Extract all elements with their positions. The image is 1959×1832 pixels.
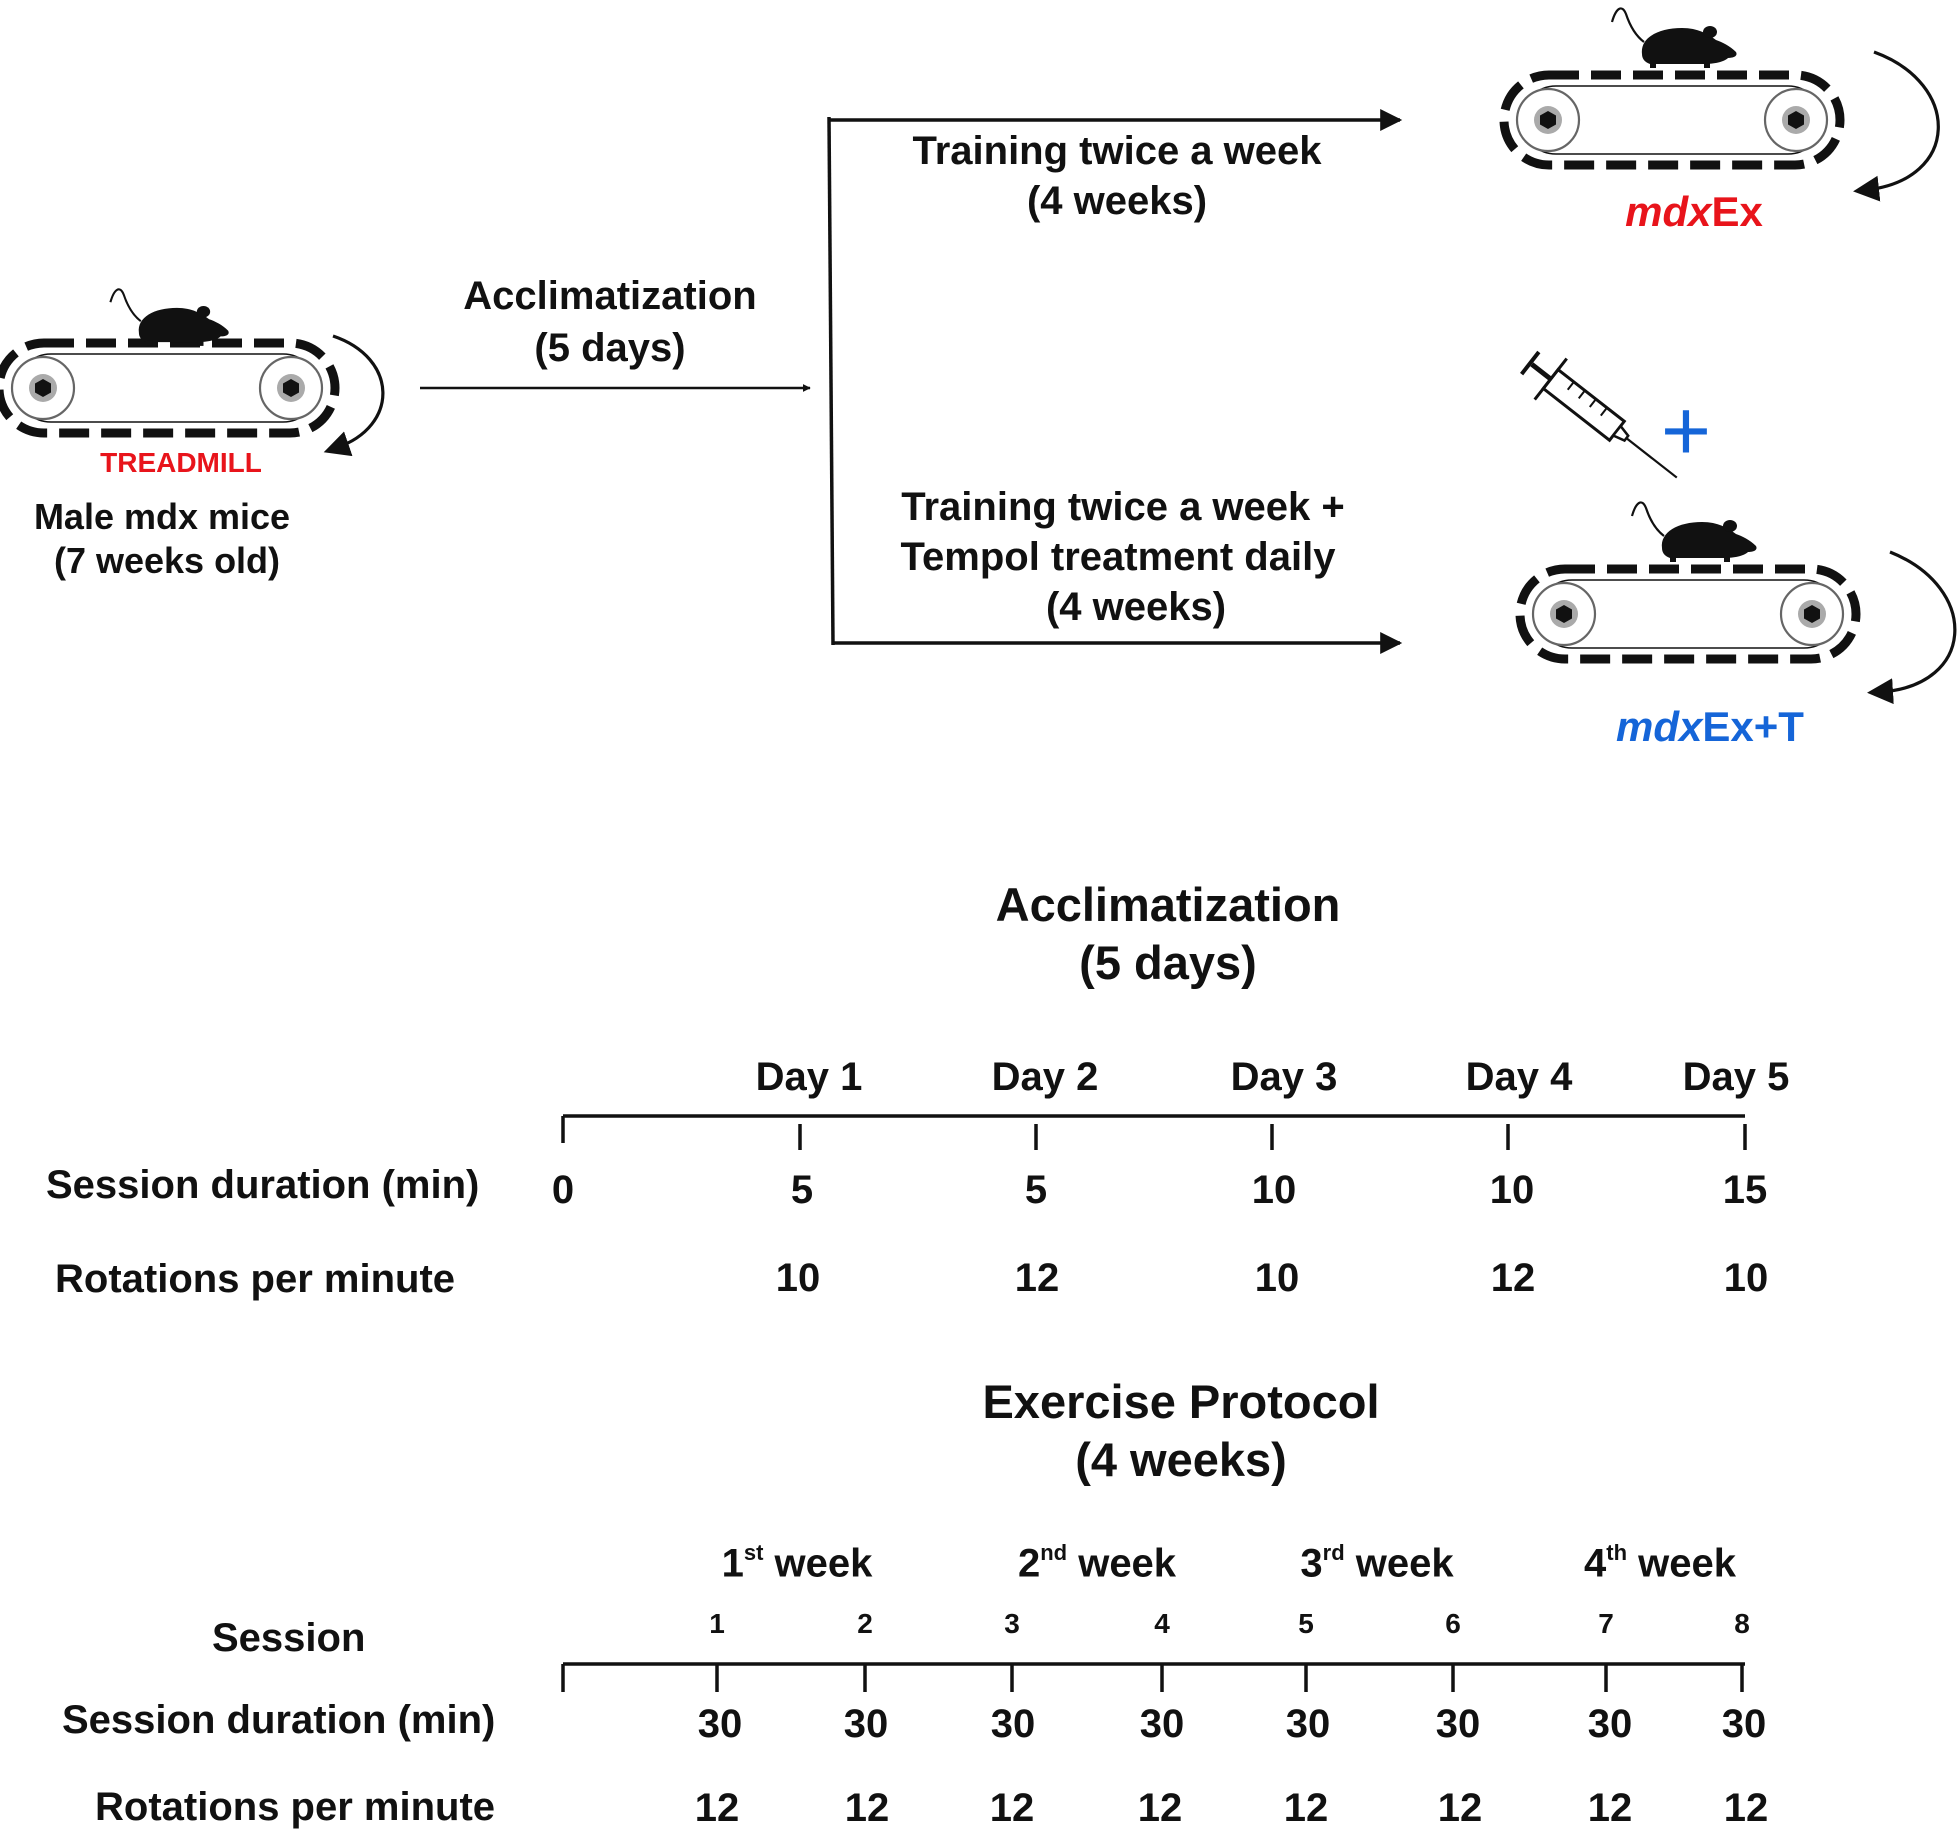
group-label-mdxext: mdxEx+T [1616, 703, 1804, 750]
acc-day-label: Day 2 [991, 1055, 1099, 1099]
ex-session-number: 1 [709, 1608, 725, 1639]
ext-treadmill [1520, 501, 1957, 705]
mouse-icon [1610, 7, 1738, 70]
exercise-title-line2: (4 weeks) [1075, 1433, 1287, 1486]
ex-session-number: 3 [1004, 1608, 1020, 1639]
ex-week-ordinal: nd [1040, 1540, 1068, 1565]
ex-session-number: 8 [1734, 1608, 1750, 1639]
rotation-arrow-icon [1853, 50, 1940, 202]
ex-week-number: 1 [721, 1541, 744, 1586]
acc-rpm-label: Rotations per minute [55, 1257, 456, 1301]
acc-rpm-value: 12 [1014, 1256, 1060, 1300]
mouse-icon [1630, 501, 1758, 564]
acc-duration-value: 5 [1024, 1168, 1048, 1212]
acc-rpm-value: 12 [1490, 1256, 1536, 1300]
treadmill-label: TREADMILL [100, 447, 262, 478]
ex-duration-value: 30 [1285, 1702, 1331, 1746]
acc-duration-value: 15 [1722, 1168, 1768, 1212]
branch-ex-line2: (4 weeks) [1026, 179, 1208, 223]
acc-duration-value: 5 [790, 1168, 814, 1212]
ex-week-label: 3rd week [1300, 1540, 1453, 1587]
plus-sign: + [1660, 383, 1712, 479]
acc-rpm-value: 10 [775, 1256, 821, 1300]
treadmill-icon [1504, 75, 1840, 165]
ex-week-number: 2 [1017, 1541, 1041, 1586]
ex-session-label: Session [212, 1616, 366, 1660]
ex-rpm-value: 12 [844, 1786, 890, 1830]
branch-ext-line1: Training twice a week + [901, 485, 1345, 529]
acc-duration-label: Session duration (min) [46, 1163, 480, 1207]
start-group-line2: (7 weeks old) [53, 540, 281, 581]
acclimatization-timeline [561, 1114, 1747, 1150]
ex-rpm-value: 12 [1283, 1786, 1329, 1830]
ex-rpm-value: 12 [1137, 1786, 1183, 1830]
ex-week-label: 2nd week [1018, 1540, 1176, 1587]
ex-week-ordinal: th [1606, 1540, 1628, 1565]
start-treadmill [0, 288, 385, 457]
ex-rpm-value: 12 [1723, 1786, 1769, 1830]
acclimatization-label-line2: (5 days) [534, 326, 686, 370]
acc-rpm-value: 10 [1254, 1256, 1300, 1300]
ex-week-word: week [1627, 1541, 1736, 1586]
ex-duration-value: 30 [1721, 1702, 1767, 1746]
ex-rpm-label: Rotations per minute [95, 1785, 496, 1829]
acc-duration-start: 0 [551, 1168, 575, 1212]
branch-ex-line1: Training twice a week [912, 129, 1322, 173]
ex-rpm-value: 12 [1587, 1786, 1633, 1830]
branch-ext-line2: Tempol treatment daily [900, 535, 1336, 579]
ex-week-word: week [1344, 1541, 1454, 1586]
mouse-icon [109, 288, 230, 347]
ex-duration-value: 30 [697, 1702, 743, 1746]
treadmill-icon [1520, 569, 1856, 659]
ex-session-number: 6 [1445, 1608, 1461, 1639]
ex-session-number: 4 [1154, 1608, 1170, 1639]
ex-session-number: 5 [1298, 1608, 1314, 1639]
ex-week-word: week [1067, 1541, 1177, 1586]
ex-week-ordinal: rd [1322, 1540, 1345, 1565]
ex-duration-value: 30 [843, 1702, 889, 1746]
ex-week-label: 1st week [722, 1540, 873, 1587]
ex-duration-value: 30 [990, 1702, 1036, 1746]
rotation-arrow-icon [1867, 550, 1957, 705]
acc-day-label: Day 5 [1682, 1055, 1790, 1099]
ex-rpm-value: 12 [694, 1786, 740, 1830]
exercise-title-line1: Exercise Protocol [982, 1375, 1380, 1428]
ex-duration-label: Session duration (min) [62, 1698, 496, 1742]
ex-session-number: 2 [857, 1608, 873, 1639]
ex-week-word: week [763, 1541, 873, 1586]
acclimatization-title-line2: (5 days) [1079, 936, 1257, 989]
ex-duration-value: 30 [1587, 1702, 1633, 1746]
ex-treadmill [1504, 7, 1940, 202]
ex-week-label: 4th week [1584, 1540, 1736, 1587]
ex-week-number: 4 [1584, 1541, 1607, 1586]
acclimatization-label-line1: Acclimatization [463, 274, 757, 318]
acc-day-label: Day 4 [1465, 1055, 1573, 1099]
ex-week-number: 3 [1300, 1541, 1323, 1586]
ex-rpm-value: 12 [1437, 1786, 1483, 1830]
exercise-timeline [561, 1662, 1745, 1692]
ex-session-number: 7 [1598, 1608, 1614, 1639]
branch-ext-line3: (4 weeks) [1045, 585, 1227, 629]
acc-duration-value: 10 [1251, 1168, 1297, 1212]
acc-day-label: Day 3 [1230, 1055, 1338, 1099]
acc-duration-value: 10 [1489, 1168, 1535, 1212]
acclimatization-title-line1: Acclimatization [995, 878, 1341, 931]
start-group-line1: Male mdx mice [33, 496, 291, 537]
ex-duration-value: 30 [1435, 1702, 1481, 1746]
treadmill-icon [0, 343, 335, 433]
ex-rpm-value: 12 [989, 1786, 1035, 1830]
group-label-mdxex: mdxEx [1625, 188, 1763, 235]
ex-duration-value: 30 [1139, 1702, 1185, 1746]
rotation-arrow-icon [323, 334, 385, 457]
acc-day-label: Day 1 [755, 1055, 863, 1099]
acc-rpm-value: 10 [1723, 1256, 1769, 1300]
ex-week-ordinal: st [743, 1540, 764, 1565]
branch-connector [827, 116, 835, 646]
